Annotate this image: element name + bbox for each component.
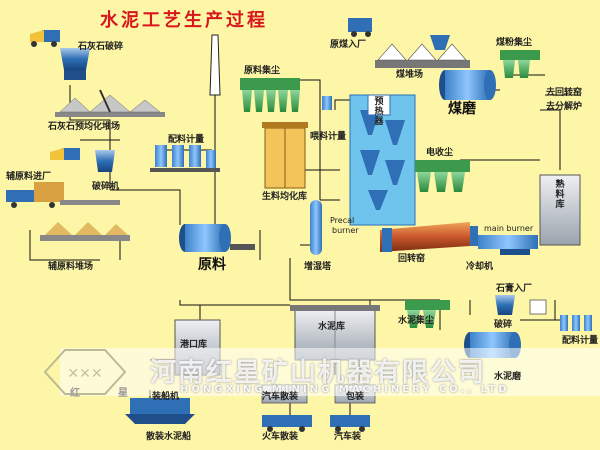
gypsum-crusher-icon — [495, 295, 547, 315]
label-gypsum-in: 石膏入厂 — [496, 284, 533, 294]
label-humidifier: 增湿塔 — [304, 262, 332, 272]
label-crush2: 破碎 — [494, 320, 513, 330]
label-batching: 配料计量 — [168, 135, 205, 145]
label-batching2: 配料计量 — [562, 336, 599, 346]
label-loader: 装船机 — [152, 392, 180, 402]
label-cement-mill: 水泥磨 — [494, 372, 522, 382]
label-meter: 喂料计量 — [310, 132, 347, 142]
label-port-silo: 港口库 — [180, 340, 208, 350]
coal-dust-collector-icon — [500, 50, 540, 78]
watermark-company-en: HONGXING MINING MACHINERY CO., LTD — [180, 384, 510, 395]
raw-mill-icon — [179, 224, 255, 252]
aux-yard-icon — [40, 200, 130, 241]
limestone-crusher-icon — [60, 48, 90, 80]
label-crusher: 破碎机 — [92, 182, 120, 192]
humidifier-tower-icon — [310, 200, 322, 255]
label-coal-mill: 煤磨 — [448, 101, 476, 117]
label-ship: 散装水泥船 — [146, 432, 192, 442]
label-to-kiln: 去回转窑 — [546, 88, 583, 98]
chimney-icon — [209, 34, 221, 96]
label-cement-dust: 水泥集尘 — [398, 316, 435, 326]
label-cement-silo: 水泥库 — [318, 322, 346, 332]
label-preheater: 预热器 — [374, 97, 384, 127]
label-burner: burner — [332, 226, 359, 235]
limestone-yard-icon — [55, 89, 165, 117]
label-precal: Precal — [330, 216, 355, 225]
homogenize-silo-icon — [262, 122, 308, 189]
coal-truck-icon — [348, 18, 372, 37]
elec-dust-collector-icon — [415, 160, 470, 192]
label-truck: 汽车装 — [334, 432, 362, 442]
label-raw-dust: 原料集尘 — [244, 66, 281, 76]
watermark-left2: 星 — [118, 388, 128, 399]
diagram-title: 水泥工艺生产过程 — [100, 10, 268, 31]
label-train: 火车散装 — [262, 432, 299, 442]
cooler-icon — [478, 235, 538, 255]
feed-meter-icon — [322, 96, 332, 110]
clinker-silo-icon — [539, 174, 581, 246]
label-main-burner: main burner — [484, 224, 534, 233]
label-limestone-crush: 石灰石破碎 — [78, 42, 124, 52]
label-aux-in: 辅原料进厂 — [6, 172, 52, 182]
truck-bottom-icon — [330, 415, 370, 432]
label-coal-dust: 煤粉集尘 — [496, 38, 533, 48]
label-aux-yard: 辅原料堆场 — [48, 262, 94, 272]
coal-mill-icon — [439, 70, 496, 100]
limestone-truck-icon — [30, 30, 60, 47]
batching2-bins-icon — [560, 315, 592, 331]
label-limestone-yard: 石灰石预均化堆场 — [48, 122, 121, 132]
watermark-band: ✕✕✕ — [43, 348, 600, 396]
batching-bins-icon — [150, 145, 220, 172]
watermark-company-cn: 河南红星矿山机器有限公司 — [150, 358, 487, 388]
coal-yard-icon — [375, 35, 470, 68]
aux-truck2-icon — [50, 148, 80, 160]
rotary-kiln-icon — [380, 222, 478, 252]
train-icon — [262, 415, 312, 432]
label-homogenize: 生料均化库 — [262, 192, 308, 202]
label-elec-dust: 电收尘 — [426, 148, 454, 158]
aux-crusher-icon — [95, 150, 115, 172]
aux-truck-icon — [6, 182, 64, 208]
raw-dust-collector-icon — [240, 78, 300, 112]
label-raw-mill: 原料 — [198, 257, 226, 273]
svg-text:✕✕✕: ✕✕✕ — [67, 366, 102, 382]
cement-dust-collector-icon — [405, 300, 450, 328]
label-bag: 包装 — [346, 392, 365, 402]
label-clinker-silo: 熟料库 — [555, 180, 565, 210]
label-car-bag: 汽车散装 — [262, 392, 299, 402]
ship-loader-icon — [125, 398, 195, 424]
label-coal-yard: 煤堆场 — [396, 70, 424, 80]
label-kiln: 回转窑 — [398, 254, 426, 264]
label-coal-in: 原煤入厂 — [330, 40, 367, 50]
label-to-calciner: 去分解炉 — [546, 102, 583, 112]
watermark-left1: 红 — [70, 388, 80, 399]
label-cooler: 冷却机 — [466, 262, 494, 272]
